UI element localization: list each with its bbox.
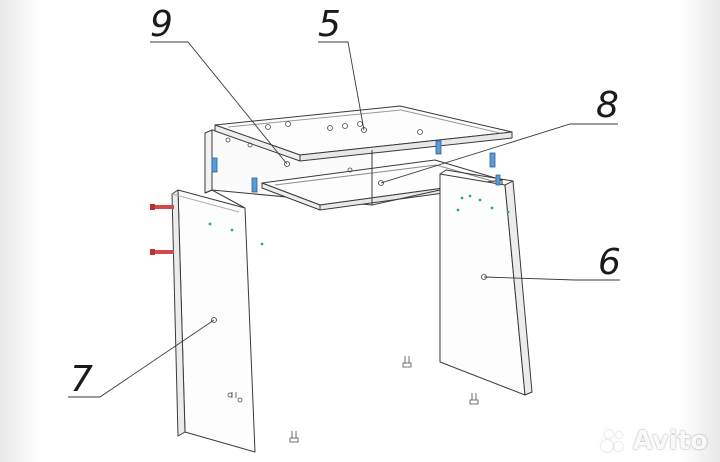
- avito-watermark: Avito: [599, 426, 708, 456]
- feet: [231, 356, 479, 443]
- part-label-6: 6: [598, 242, 621, 283]
- avito-watermark-text: Avito: [632, 426, 708, 456]
- left-side-panel-part-7: [171, 189, 256, 453]
- cam-holes-teal: [208, 194, 510, 246]
- screws-red: [150, 204, 174, 255]
- avito-logo-icon: [599, 426, 629, 456]
- leader-lines: [68, 41, 620, 398]
- clips-blue: [211, 140, 501, 193]
- right-side-panel-part-6: [439, 169, 533, 396]
- part-label-9: 9: [150, 4, 173, 45]
- leader-dots: [211, 127, 487, 323]
- frame-rail: [211, 150, 441, 209]
- part-label-7: 7: [70, 359, 93, 400]
- part-label-8: 8: [596, 85, 619, 126]
- part-label-5: 5: [318, 4, 341, 45]
